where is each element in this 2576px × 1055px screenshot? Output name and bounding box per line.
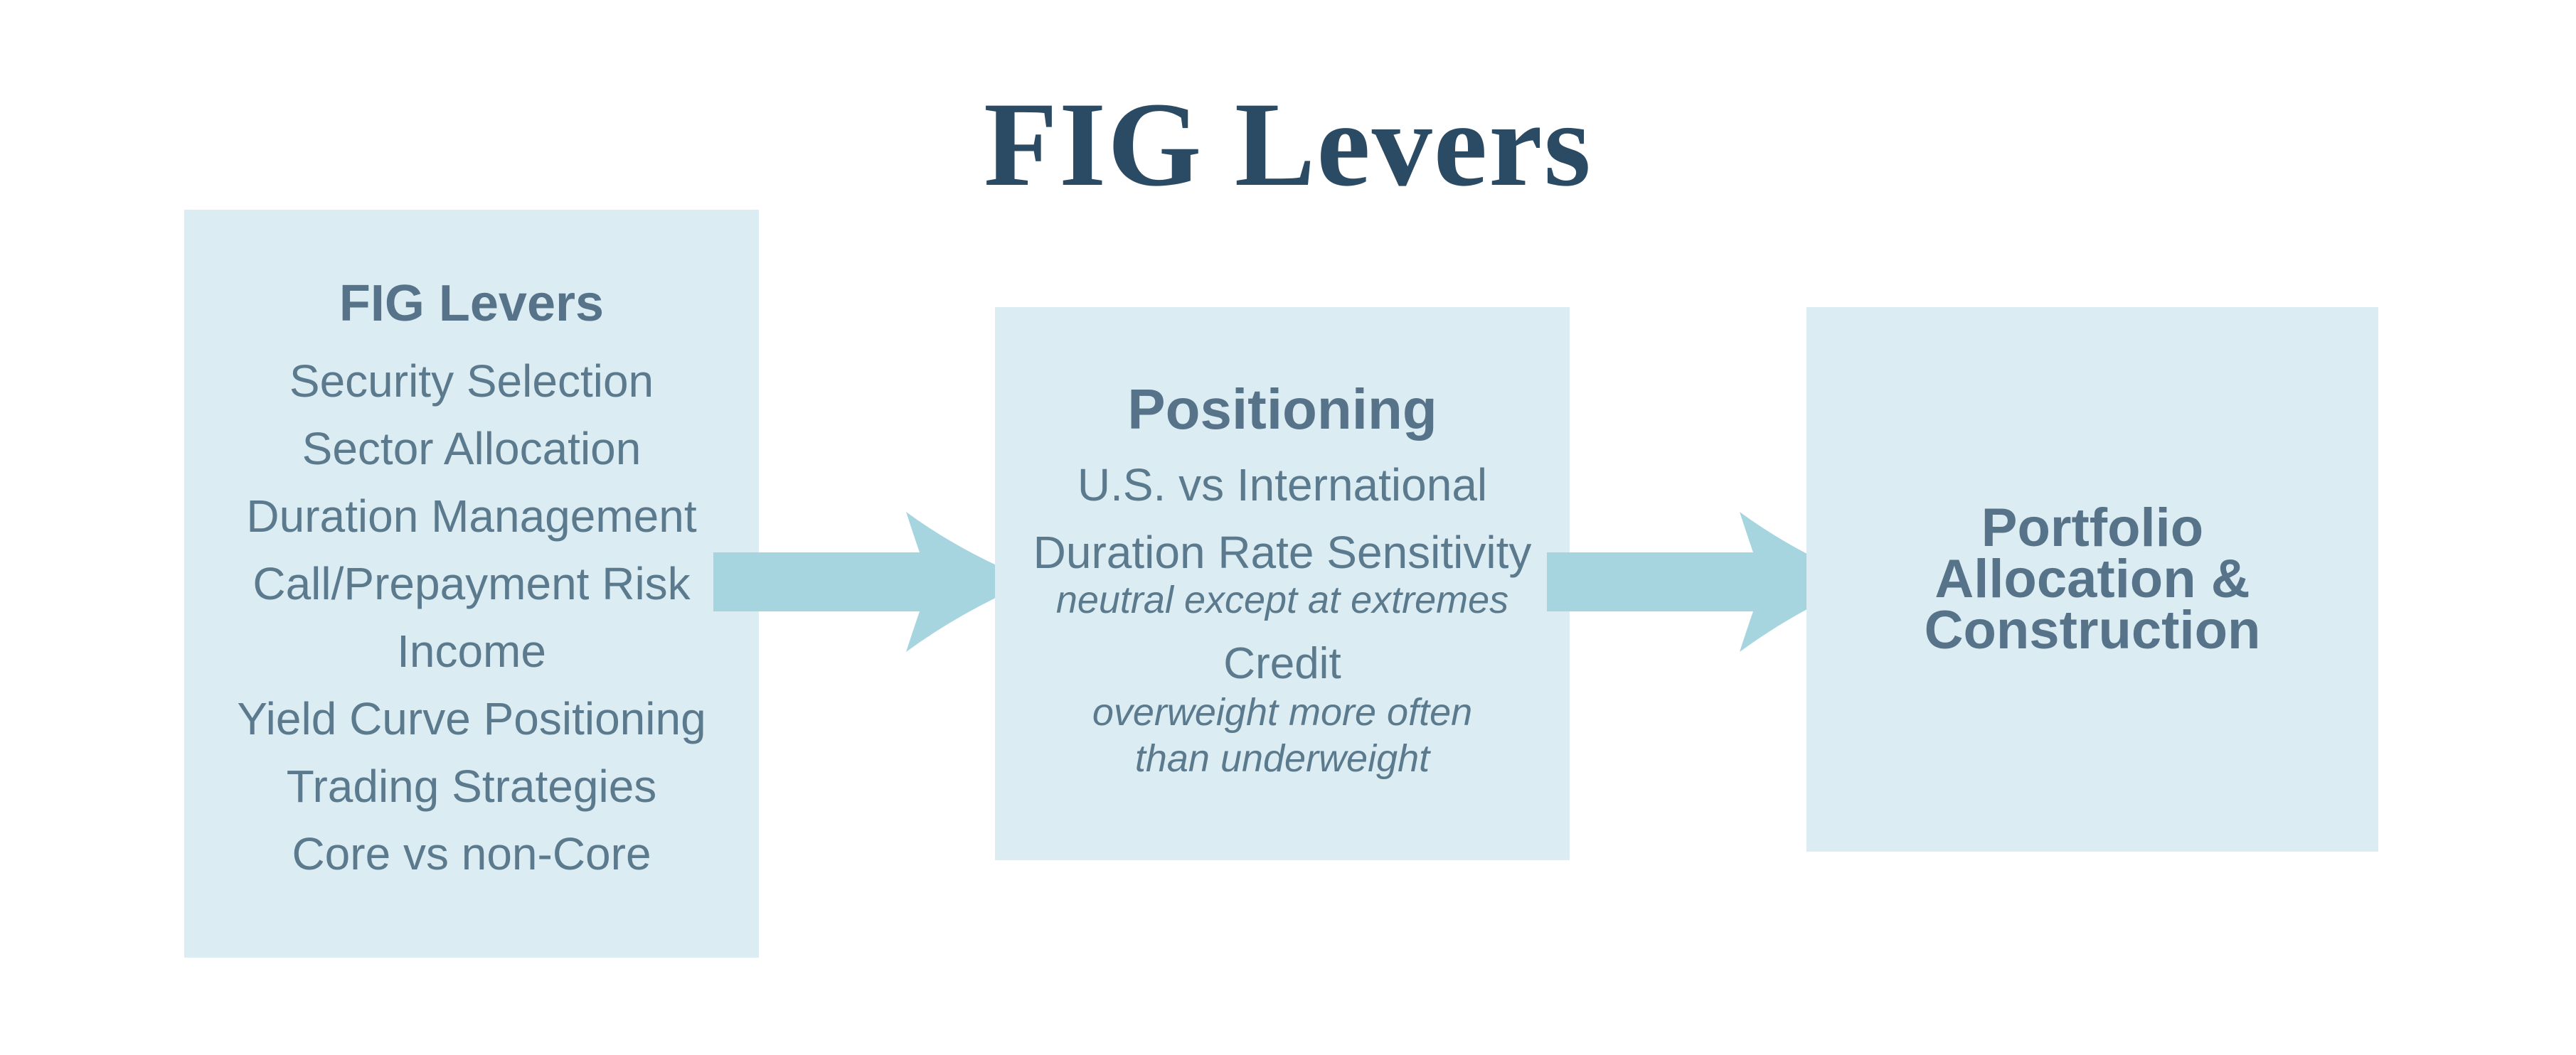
lever-item: Income xyxy=(397,626,546,677)
lever-item: Duration Management xyxy=(246,491,697,542)
positioning-box-heading: Positioning xyxy=(1127,377,1437,441)
positioning-item: U.S. vs International xyxy=(1077,459,1488,510)
lever-item: Security Selection xyxy=(289,355,654,407)
fig-levers-box-heading: FIG Levers xyxy=(339,275,605,332)
page-title: FIG Levers xyxy=(984,77,1592,211)
lever-item: Trading Strategies xyxy=(286,761,657,812)
fig-levers-box: FIG Levers Security Selection Sector All… xyxy=(184,210,759,958)
lever-item: Yield Curve Positioning xyxy=(237,693,706,744)
lever-item: Sector Allocation xyxy=(302,423,642,474)
positioning-item: Credit xyxy=(1223,639,1341,688)
positioning-item: Duration Rate Sensitivity xyxy=(1033,527,1532,578)
arrow-right-icon xyxy=(713,512,1033,652)
positioning-item-note: neutral except at extremes xyxy=(1055,579,1509,621)
positioning-item-note: overweight more often than underweight xyxy=(1092,691,1473,780)
arrow-right-icon xyxy=(1547,512,1866,652)
portfolio-box: Portfolio Allocation & Construction xyxy=(1806,307,2378,852)
arrow-right-shape xyxy=(713,512,1033,652)
lever-item: Core vs non-Core xyxy=(292,828,651,879)
arrow-right-shape xyxy=(1547,512,1866,652)
positioning-box: Positioning U.S. vs International Durati… xyxy=(995,307,1570,860)
portfolio-box-heading: Portfolio Allocation & Construction xyxy=(1924,498,2261,660)
lever-item: Call/Prepayment Risk xyxy=(252,558,691,609)
